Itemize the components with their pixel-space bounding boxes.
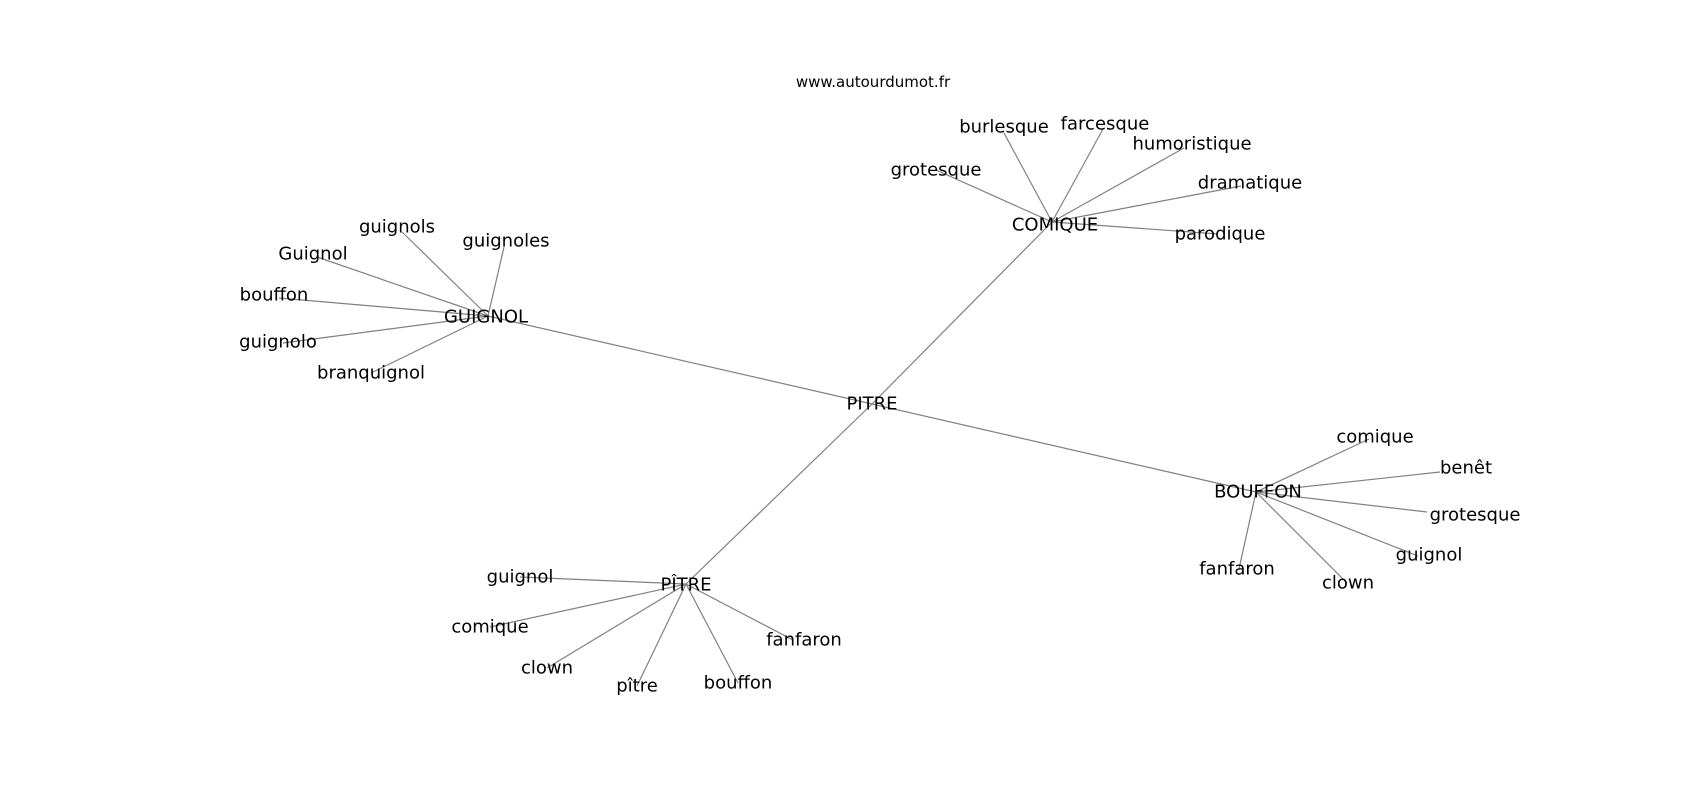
- edge-guignol-leaf: [316, 256, 489, 317]
- edge-bouffon-leaf: [1255, 491, 1348, 584]
- edges-layer: [278, 128, 1441, 687]
- edge-center-bouffon: [871, 403, 1257, 493]
- edge-pitre-accent-leaf: [685, 583, 794, 641]
- leaf-node-pitre-accent: guignol: [487, 567, 554, 588]
- leaf-node-bouffon: clown: [1322, 573, 1374, 594]
- leaf-node-guignol: Guignol: [278, 244, 347, 265]
- edge-guignol-leaf: [370, 315, 489, 374]
- edge-comique-leaf: [1051, 147, 1185, 223]
- leaf-node-bouffon: comique: [1336, 427, 1413, 448]
- hub-node-guignol: GUIGNOL: [444, 307, 528, 328]
- leaf-node-guignol: guignolo: [239, 332, 317, 353]
- edge-comique-leaf: [935, 169, 1053, 223]
- leaf-node-guignol: branquignol: [317, 363, 425, 384]
- leaf-node-bouffon: guignol: [1396, 545, 1463, 566]
- leaf-node-comique: farcesque: [1061, 114, 1150, 135]
- leaf-node-comique: humoristique: [1132, 134, 1251, 155]
- watermark: www.autourdumot.fr: [796, 73, 951, 91]
- edge-pitre-accent-leaf: [685, 583, 739, 684]
- edge-pitre-accent-leaf: [546, 583, 687, 669]
- edge-center-comique: [871, 221, 1053, 405]
- edge-guignol-leaf: [278, 297, 489, 317]
- edge-bouffon-leaf: [1255, 491, 1428, 513]
- edge-center-pitre-accent: [685, 403, 873, 585]
- leaf-node-pitre-accent: pître: [616, 676, 658, 697]
- center-node-label: PITRE: [846, 394, 897, 415]
- hub-node-comique: COMIQUE: [1012, 215, 1098, 236]
- edge-bouffon-leaf: [1255, 471, 1441, 493]
- leaf-node-guignol: bouffon: [240, 285, 309, 306]
- edge-comique-leaf: [1051, 185, 1242, 223]
- leaf-node-comique: burlesque: [959, 117, 1049, 138]
- edge-comique-leaf: [1051, 221, 1219, 235]
- leaf-node-pitre-accent: bouffon: [704, 673, 773, 694]
- edge-pitre-accent-leaf: [519, 576, 687, 585]
- leaf-node-pitre-accent: comique: [451, 617, 528, 638]
- edge-bouffon-leaf: [1238, 491, 1257, 570]
- edge-bouffon-leaf: [1255, 438, 1370, 493]
- leaf-node-bouffon: fanfaron: [1199, 559, 1275, 580]
- leaf-node-comique: parodique: [1175, 224, 1266, 245]
- leaf-node-guignol: guignoles: [462, 231, 549, 252]
- edge-pitre-accent-leaf: [636, 583, 687, 687]
- edge-pitre-accent-leaf: [489, 583, 687, 628]
- leaf-node-guignol: guignols: [359, 217, 435, 238]
- edge-guignol-leaf: [282, 315, 489, 344]
- edge-comique-leaf: [1051, 128, 1104, 223]
- edge-comique-leaf: [1003, 132, 1053, 223]
- hub-node-bouffon: BOUFFON: [1214, 482, 1302, 503]
- leaf-node-comique: dramatique: [1198, 173, 1302, 194]
- edge-guignol-leaf: [401, 231, 489, 317]
- leaf-node-pitre-accent: fanfaron: [766, 630, 842, 651]
- leaf-node-bouffon: grotesque: [1430, 505, 1521, 526]
- hub-node-pitre-accent: PÎTRE: [660, 574, 711, 596]
- edge-guignol-leaf: [487, 246, 505, 317]
- leaf-node-bouffon: benêt: [1440, 458, 1492, 479]
- leaf-node-comique: grotesque: [891, 160, 982, 181]
- edge-center-guignol: [487, 315, 873, 405]
- labels-layer: www.autourdumot.fr PITRE COMIQUE burlesque…: [239, 73, 1520, 697]
- edge-bouffon-leaf: [1255, 491, 1419, 557]
- leaf-node-pitre-accent: clown: [521, 658, 573, 679]
